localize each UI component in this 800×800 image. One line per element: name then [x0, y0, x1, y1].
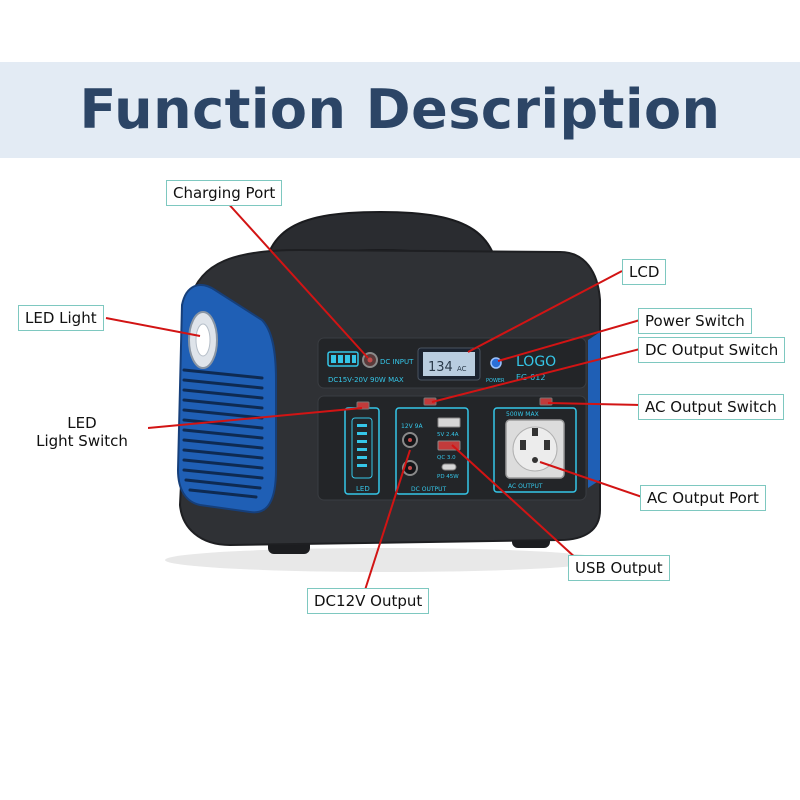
leader-ac-output-port [539, 461, 643, 498]
brand-logo: LOGO [516, 354, 556, 370]
led-segments [357, 424, 367, 467]
lcd-readout: 134 [428, 360, 453, 375]
dc-12v-label: 12V 9A [401, 423, 423, 430]
ac-max-label: 500W MAX [506, 411, 539, 418]
leader-dc-output-switch [431, 348, 641, 403]
callout-power-switch: Power Switch [638, 308, 752, 334]
callout-ac-output-switch: AC Output Switch [638, 394, 784, 420]
callout-lcd: LCD [622, 259, 667, 285]
right-side-panel [588, 332, 600, 488]
power-label: POWER [486, 378, 505, 384]
dc-input-label: DC INPUT [380, 358, 414, 366]
usb-c-port [441, 463, 457, 471]
side-vent-slots [182, 368, 264, 499]
floor-shadow [165, 548, 605, 572]
callout-led-light: LED Light [18, 305, 104, 331]
callout-charging-port: Charging Port [166, 180, 283, 206]
battery-icon [327, 351, 359, 367]
callout-dc12v-output: DC12V Output [307, 588, 430, 614]
callout-usb-output: USB Output [568, 555, 670, 581]
leader-charging-port [224, 199, 369, 359]
leader-ac-output-switch [547, 402, 641, 406]
leader-led-light-switch [147, 407, 363, 429]
led-label: LED [356, 485, 370, 493]
page-title: Function Description [79, 78, 721, 141]
title-band [0, 62, 800, 158]
dc-output-label: DC OUTPUT [411, 486, 447, 493]
callout-led-light-switch-line2: Light Switch [36, 432, 128, 450]
leader-usb-output [451, 444, 579, 561]
usb-5v-label: 5V 2.4A [437, 432, 459, 438]
leader-led-light [105, 317, 201, 337]
dc-input-rating: DC15V-20V 90W MAX [328, 376, 404, 384]
usb-port-1 [437, 417, 461, 428]
leader-lcd [467, 270, 623, 353]
usb-qc-label: QC 3.0 [437, 455, 456, 461]
leader-lines [105, 199, 643, 591]
callout-dc-output-switch: DC Output Switch [638, 337, 786, 363]
ac-output-panel [493, 407, 577, 493]
leader-power-switch [497, 319, 641, 362]
dc-output-panel [395, 407, 469, 495]
callout-ac-output-port: AC Output Port [640, 485, 766, 511]
usb-pd-label: PD 45W [437, 474, 459, 480]
callout-led-light-switch: LED Light Switch [16, 411, 148, 453]
leader-dc12v-output [364, 449, 411, 591]
callout-led-light-switch-line1: LED [67, 414, 97, 432]
power-button [490, 357, 502, 369]
ac-output-label: AC OUTPUT [508, 483, 543, 490]
lcd-ac-indicator: AC [457, 365, 467, 373]
